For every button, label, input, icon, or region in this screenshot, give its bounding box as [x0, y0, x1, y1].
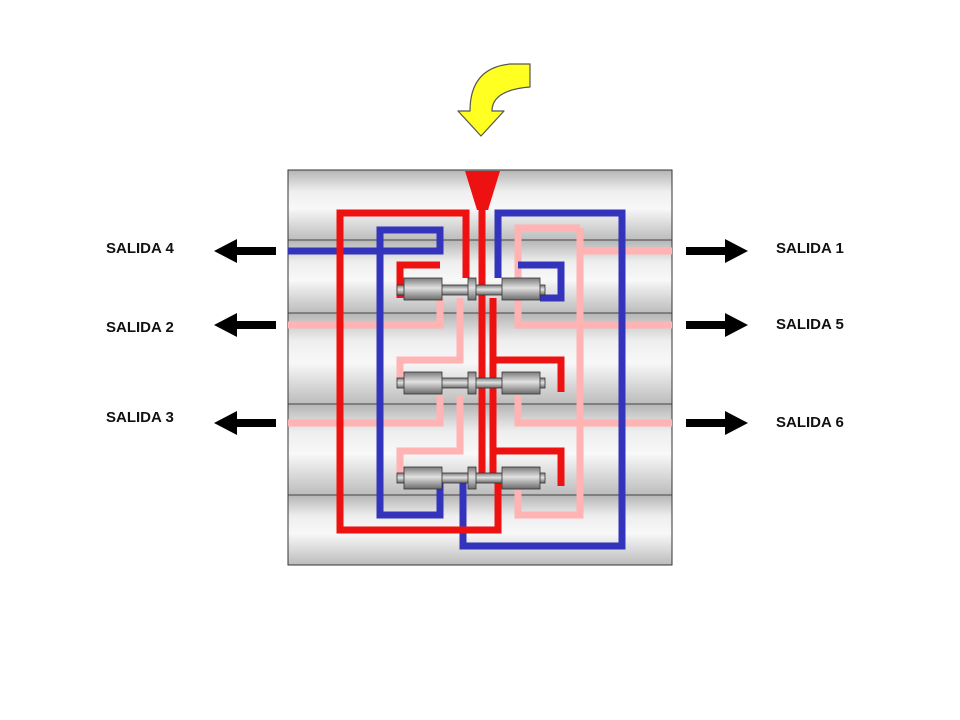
valve-spool-3	[396, 466, 546, 490]
arrow-right-icon-salida-6	[686, 411, 748, 435]
cold-channels	[288, 209, 626, 550]
inlet-curved-arrow-icon	[457, 63, 531, 137]
arrow-right-icon-salida-1	[686, 239, 748, 263]
output-label-salida-6: SALIDA 6	[776, 414, 844, 431]
output-label-salida-4: SALIDA 4	[106, 240, 174, 257]
arrow-right-icon-salida-5	[686, 313, 748, 337]
arrow-left-icon-salida-4	[214, 239, 276, 263]
valve-spool-2	[396, 371, 546, 395]
arrow-left-icon-salida-2	[214, 313, 276, 337]
arrow-left-icon-salida-3	[214, 411, 276, 435]
hot-channels	[336, 200, 565, 534]
inlet-funnel	[465, 171, 500, 210]
valve-spool-1	[396, 277, 546, 301]
output-label-salida-1: SALIDA 1	[776, 240, 844, 257]
output-label-salida-3: SALIDA 3	[106, 409, 174, 426]
output-label-salida-2: SALIDA 2	[106, 319, 174, 336]
output-label-salida-5: SALIDA 5	[776, 316, 844, 333]
